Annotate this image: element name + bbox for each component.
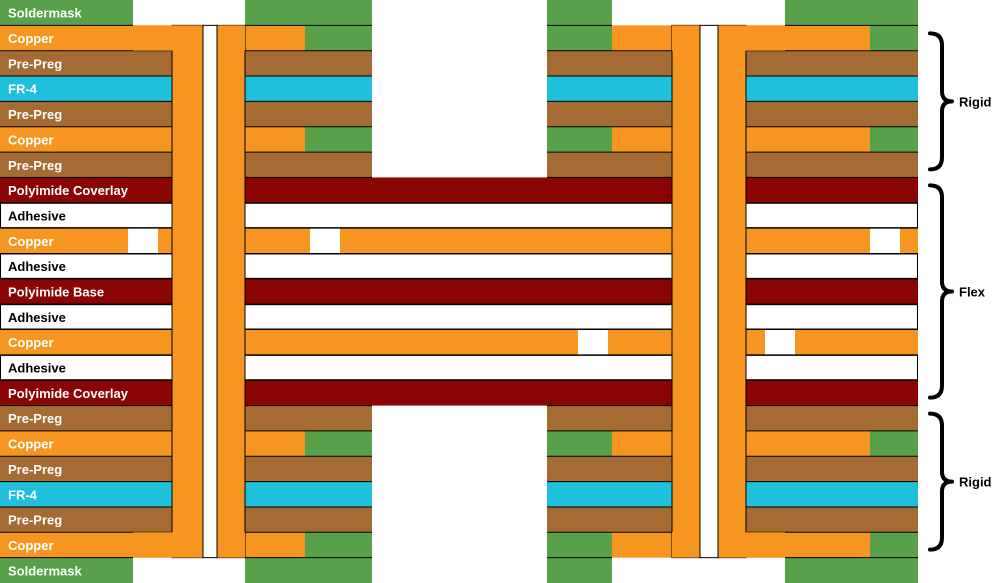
layer-segment-adhesive (0, 253, 918, 279)
layer-label: Soldermask (8, 6, 82, 21)
layer-row-prepreg (0, 456, 918, 482)
layer-segment-polyimide (0, 278, 918, 305)
via-barrel (671, 24, 701, 559)
layer-label: Polyimide Coverlay (8, 386, 129, 401)
pad-segment (870, 126, 918, 153)
group-label: Flex (959, 285, 986, 300)
layer-label: Adhesive (8, 259, 66, 274)
layer-label: Pre-Preg (8, 411, 62, 426)
layer-segment-soldermask (547, 557, 612, 583)
layer-row-prepreg (0, 101, 918, 127)
layer-row-polyimide (0, 380, 918, 406)
layer-label: FR-4 (8, 82, 38, 97)
pad-segment (547, 25, 612, 51)
via-pad (133, 25, 245, 51)
layer-label: Adhesive (8, 310, 66, 325)
layer-rows (0, 0, 918, 583)
layer-label: Pre-Preg (8, 158, 62, 173)
layer-segment-copper (0, 126, 305, 153)
layer-row-fr4 (0, 481, 918, 507)
layer-segment-soldermask (0, 557, 133, 583)
via-pad (133, 532, 245, 558)
layer-label: Copper (8, 234, 54, 249)
group-brace (928, 31, 954, 172)
plated-vias (133, 24, 785, 559)
layer-label: Polyimide Coverlay (8, 183, 129, 198)
group-brace (928, 411, 954, 552)
group-brace (928, 183, 954, 400)
layer-segment-adhesive (0, 202, 918, 229)
via-hole (699, 24, 719, 559)
layer-segment-copper (340, 228, 870, 254)
layer-row-adhesive (0, 202, 918, 229)
layer-row-prepreg (0, 152, 918, 178)
layer-label: Pre-Preg (8, 513, 62, 528)
layer-row-polyimide (0, 177, 918, 203)
layer-labels: SoldermaskCopperPre-PregFR-4Pre-PregCopp… (8, 6, 129, 579)
layer-label: Pre-Preg (8, 107, 62, 122)
layer-row-adhesive (0, 354, 918, 381)
layer-segment-copper (0, 430, 305, 457)
layer-segment-copper (0, 228, 128, 254)
layer-segment-adhesive (0, 354, 918, 381)
layer-segment-soldermask (547, 0, 612, 26)
group-label: Rigid (959, 94, 992, 109)
layer-segment-soldermask (785, 0, 918, 26)
pad-segment (305, 430, 372, 457)
layer-segment-polyimide (0, 380, 918, 406)
layer-label: Adhesive (8, 361, 66, 376)
via-barrel (717, 24, 747, 559)
layer-row-copper (0, 329, 918, 355)
via-barrel (171, 24, 204, 559)
layer-row-soldermask (0, 557, 918, 583)
layer-label: Copper (8, 132, 54, 147)
group-label: Rigid (959, 475, 992, 490)
pad-segment (305, 126, 372, 153)
layer-segment-copper (795, 329, 918, 355)
pad-segment (547, 126, 612, 153)
via-pad (672, 532, 785, 558)
layer-label: Copper (8, 437, 54, 452)
layer-segment-copper (900, 228, 918, 254)
pad-segment (547, 532, 612, 558)
layer-row-adhesive (0, 253, 918, 279)
layer-segment-soldermask (0, 0, 133, 26)
layer-segment-soldermask (245, 0, 372, 26)
layer-label: Pre-Preg (8, 462, 62, 477)
layer-label: Copper (8, 31, 54, 46)
layer-row-prepreg (0, 50, 918, 77)
layer-row-prepreg (0, 506, 918, 533)
layer-row-prepreg (0, 405, 918, 431)
layer-label: FR-4 (8, 487, 38, 502)
layer-segment-adhesive (0, 304, 918, 330)
via-pad (672, 25, 785, 51)
layer-row-polyimide (0, 278, 918, 305)
layer-segment-polyimide (0, 177, 918, 203)
layer-label: Copper (8, 538, 54, 553)
layer-row-copper (0, 228, 918, 254)
layer-row-fr4 (0, 76, 918, 102)
layer-segment-soldermask (245, 557, 372, 583)
via-hole (202, 24, 218, 559)
layer-row-copper (0, 126, 918, 153)
layer-label: Copper (8, 335, 54, 350)
layer-label: Adhesive (8, 208, 66, 223)
pad-segment (870, 430, 918, 457)
layer-row-adhesive (0, 304, 918, 330)
via-barrel (216, 24, 246, 559)
layer-segment-copper (0, 329, 578, 355)
layer-label: Soldermask (8, 563, 82, 578)
layer-segment-soldermask (785, 557, 918, 583)
pad-segment (870, 532, 918, 558)
pad-segment (305, 25, 372, 51)
pad-segment (305, 532, 372, 558)
layer-label: Pre-Preg (8, 56, 62, 71)
layer-row-soldermask (0, 0, 918, 26)
layer-row-copper (0, 430, 918, 457)
pad-segment (870, 25, 918, 51)
layer-label: Polyimide Base (8, 285, 104, 300)
pad-segment (547, 430, 612, 457)
